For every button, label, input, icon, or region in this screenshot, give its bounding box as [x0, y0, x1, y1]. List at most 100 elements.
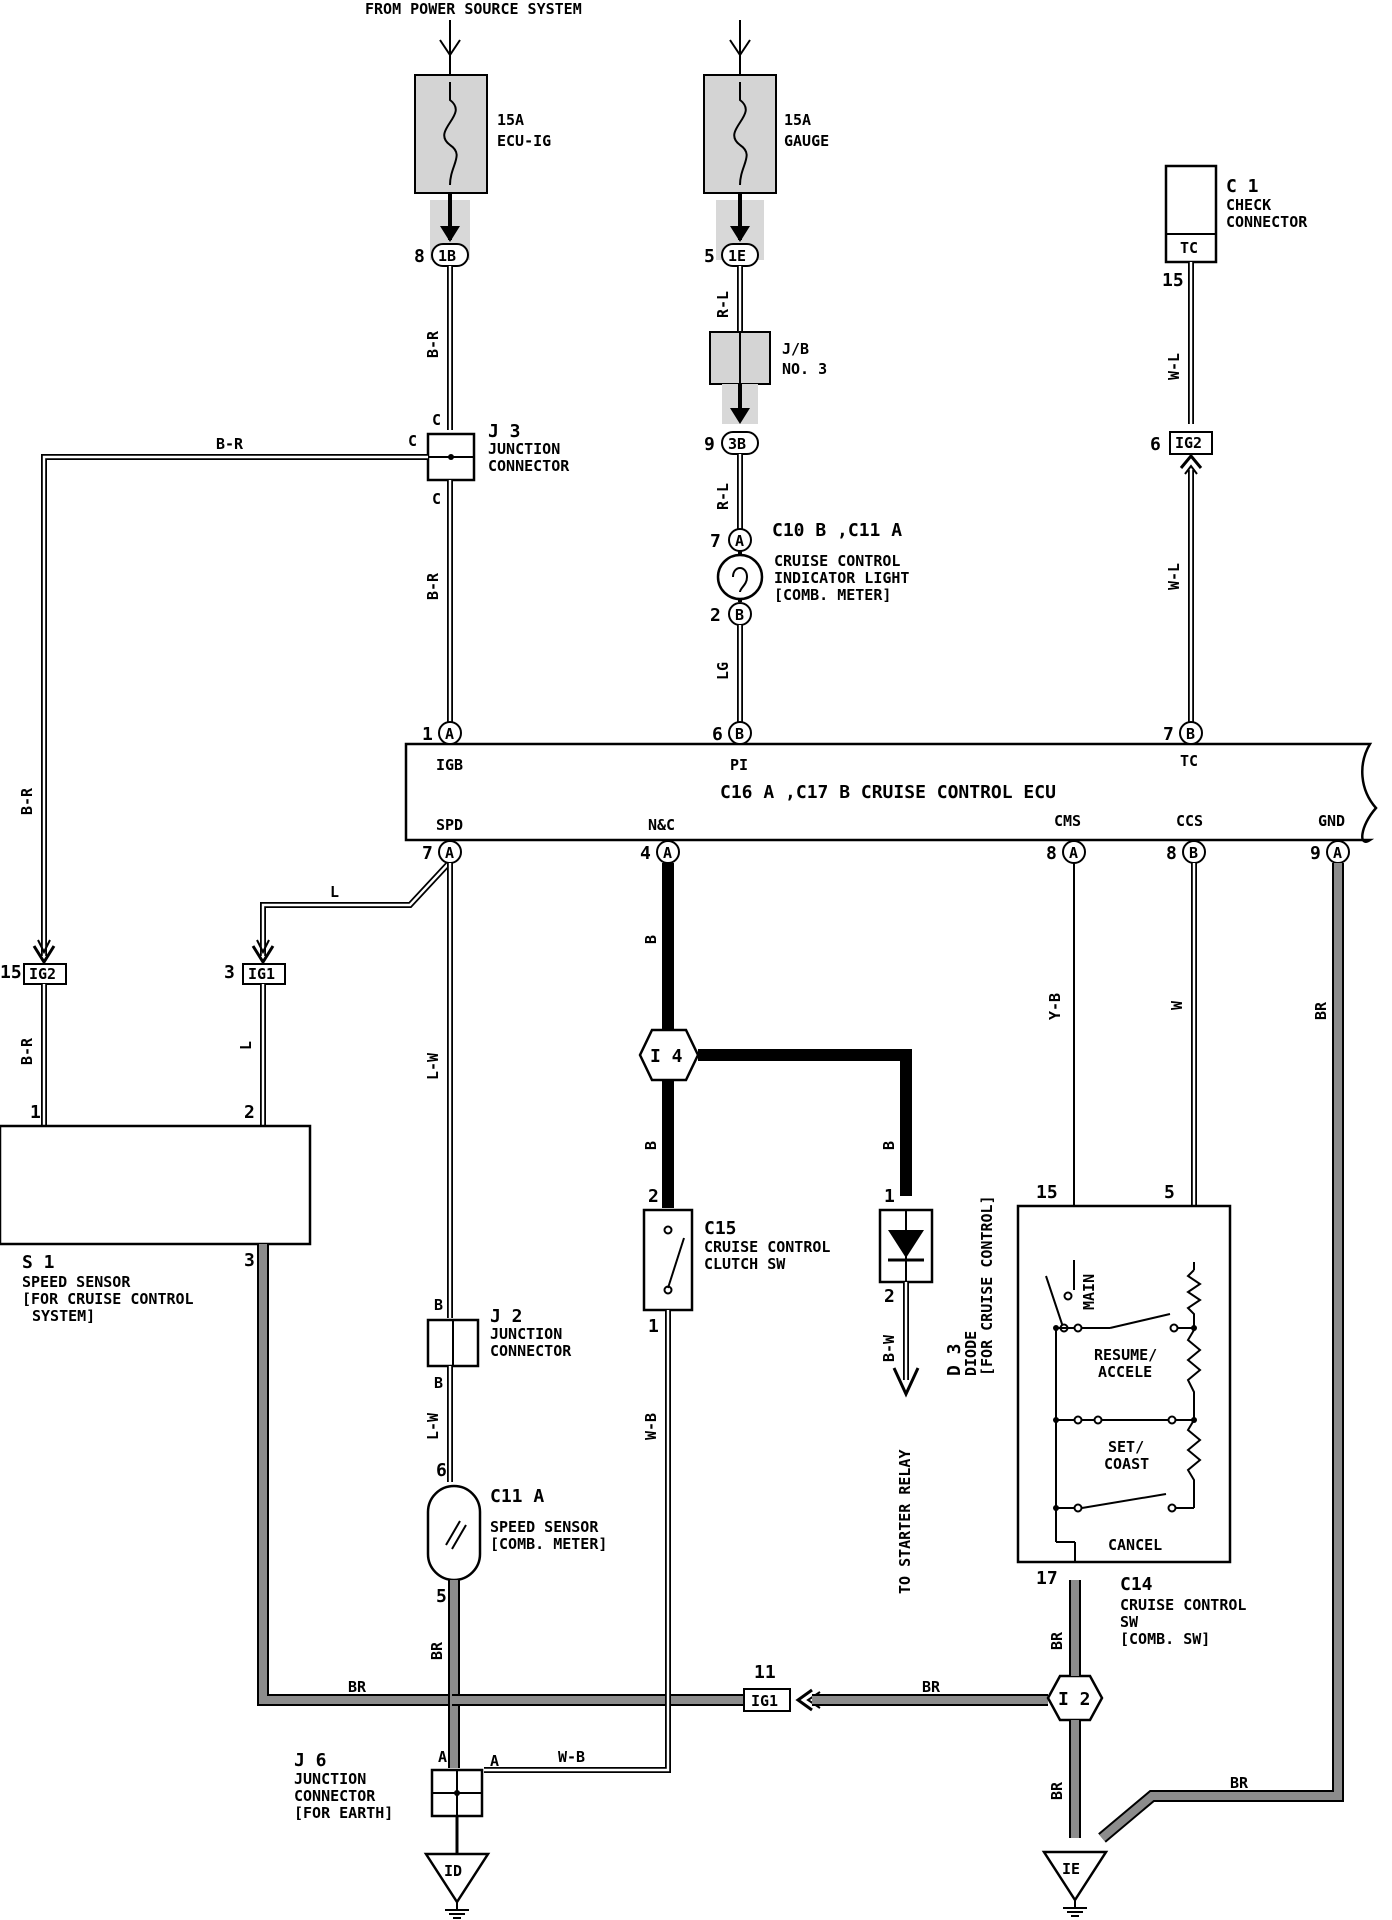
wire-label-w-l-mid: W-L: [1165, 563, 1183, 590]
jb-no3: J/B NO. 3: [709, 331, 827, 385]
c1-pin: 15: [1162, 270, 1184, 291]
jb-no3-label2: NO. 3: [782, 360, 827, 378]
connector-1b-code: 1B: [438, 247, 456, 265]
c14-set1: SET/: [1108, 1438, 1144, 1456]
ecu-pin-gnd-code: A: [1333, 844, 1342, 862]
ecu-pin-pi-code: B: [735, 725, 744, 743]
connector-ig1-left-code: IG1: [248, 965, 275, 983]
ground-ie: IE: [1041, 1850, 1109, 1917]
j6-junction-connector: A A J 6 JUNCTION CONNECTOR [FOR EARTH]: [294, 1748, 499, 1822]
wire-label-br-left: BR: [348, 1678, 367, 1696]
wire-label-b-w: B-W: [880, 1334, 898, 1362]
wire-label-l-s1: L: [237, 1041, 255, 1050]
fuse-ecu-ig: 15A ECU-IG: [414, 74, 551, 194]
ecu-pin-cms-num: 8: [1046, 843, 1057, 864]
s1-pin2: 2: [244, 1102, 255, 1123]
c14-resume2: ACCELE: [1098, 1363, 1152, 1381]
j6-line1: JUNCTION: [294, 1770, 366, 1788]
jb-no3-label1: J/B: [782, 340, 809, 358]
meter-sensor-pin-top: 6: [436, 1460, 447, 1481]
j3-id: J 3: [488, 421, 521, 442]
ecu-term-nc: N&C: [648, 816, 675, 834]
connector-1e: 5 1E: [704, 243, 759, 267]
i2-label: I 2: [1058, 1689, 1091, 1710]
wire-label-br-c14: BR: [1048, 1631, 1066, 1650]
c14-pin-b: 5: [1164, 1182, 1175, 1203]
connector-ig1-left: 3 IG1: [224, 962, 286, 985]
connector-3b-code: 3B: [728, 435, 746, 453]
j6-line3: [FOR EARTH]: [294, 1804, 393, 1822]
j3-term-bot: C: [432, 490, 441, 508]
meter-sensor-ref: C11 A: [490, 1486, 544, 1507]
c14-id: C14: [1120, 1574, 1153, 1595]
ecu-pin-ccs-code: B: [1189, 844, 1198, 862]
connector-1e-pin: 5: [704, 246, 715, 267]
ecu-pin-pi-num: 6: [712, 724, 723, 745]
ground-id-label: ID: [444, 1862, 462, 1880]
s1-line1: SPEED SENSOR: [22, 1273, 131, 1291]
meter-sensor-pin-bot: 5: [436, 1586, 447, 1607]
wire-label-r-l-mid: R-L: [714, 483, 732, 510]
j3-line1: JUNCTION: [488, 440, 560, 458]
clutch-switch-c15: 2 1 C15 CRUISE CONTROL CLUTCH SW: [642, 1186, 830, 1337]
connector-ig2-left-pin: 15: [0, 962, 22, 983]
indicator-ref: C10 B ,C11 A: [772, 520, 902, 541]
c14-line3: [COMB. SW]: [1120, 1630, 1210, 1648]
diode-line1: DIODE: [962, 1331, 980, 1376]
indicator-pin-bot: 2: [710, 605, 721, 626]
c14-pin-c: 17: [1036, 1568, 1058, 1589]
connector-1b-pin: 8: [414, 246, 425, 267]
connector-ig1-bottom: 11 IG1: [743, 1662, 791, 1712]
c14-pin-a: 15: [1036, 1182, 1058, 1203]
wire-label-w-b-vert: W-B: [642, 1413, 660, 1440]
meter-sensor-line1: SPEED SENSOR: [490, 1518, 599, 1536]
s1-speed-sensor: 1 2 3 S 1 SPEED SENSOR [FOR CRUISE CONTR…: [0, 1102, 312, 1325]
power-source-label: FROM POWER SOURCE SYSTEM: [365, 0, 582, 18]
connector-3b-pin: 9: [704, 434, 715, 455]
ecu-pin-nc-num: 4: [640, 843, 651, 864]
wire-label-y-b: Y-B: [1046, 993, 1064, 1020]
fuse-ecu-ig-name: ECU-IG: [497, 132, 551, 150]
connector-ig2-left-code: IG2: [29, 965, 56, 983]
ecu-term-igb: IGB: [436, 756, 463, 774]
connector-1b: 8 1B: [414, 243, 469, 267]
wire-label-b-r-top: B-R: [424, 330, 442, 358]
ecu-pin-igb-code: A: [445, 725, 454, 743]
wire-label-br-ie-right: BR: [1230, 1774, 1249, 1792]
diode-id: D 3: [944, 1343, 965, 1376]
indicator-line3: [COMB. METER]: [774, 586, 891, 604]
wire-label-b-clutch: B: [642, 1141, 660, 1150]
j3-junction-connector: C C C J 3 JUNCTION CONNECTOR: [408, 411, 570, 508]
j2-junction-connector: B B J 2 JUNCTION CONNECTOR: [426, 1296, 572, 1392]
j2-line2: CONNECTOR: [490, 1342, 572, 1360]
indicator-line1: CRUISE CONTROL: [774, 552, 900, 570]
meter-sensor-line2: [COMB. METER]: [490, 1535, 607, 1553]
c14-resume1: RESUME/: [1094, 1346, 1157, 1364]
indicator-pin-top: 7: [710, 531, 721, 552]
c14-main: MAIN: [1080, 1274, 1098, 1310]
wire-label-lg: LG: [714, 662, 732, 680]
ground-id: ID: [423, 1852, 491, 1919]
wire-label-b-diode: B: [880, 1141, 898, 1150]
indicator-pin-bot-code: B: [735, 606, 744, 624]
connector-1e-code: 1E: [728, 247, 746, 265]
starter-relay-label: TO STARTER RELAY: [896, 1450, 914, 1595]
wire-label-r-l-top: R-L: [714, 291, 732, 318]
wire-label-br-gnd: BR: [1312, 1001, 1330, 1020]
clutch-pin-bot: 1: [648, 1316, 659, 1337]
ecu-pin-spd-code: A: [445, 844, 454, 862]
connector-3b: 9 3B: [704, 431, 759, 455]
wire-label-b-r-horiz: B-R: [216, 435, 244, 453]
fuse-gauge-name: GAUGE: [784, 132, 829, 150]
wire-label-b-r-s1: B-R: [18, 1037, 36, 1065]
fuse-gauge-amps: 15A: [784, 111, 811, 129]
c14-set2: COAST: [1104, 1455, 1149, 1473]
ecu-pin-igb-num: 1: [422, 724, 433, 745]
j3-term-left: C: [408, 432, 417, 450]
j2-line1: JUNCTION: [490, 1325, 562, 1343]
i4-junction: I 4: [638, 1028, 700, 1082]
wire-label-br-meter: BR: [428, 1641, 446, 1660]
fuse-gauge: 15A GAUGE: [703, 74, 829, 194]
wire-label-w-b-horiz: W-B: [558, 1748, 585, 1766]
ecu-pin-gnd-num: 9: [1310, 843, 1321, 864]
